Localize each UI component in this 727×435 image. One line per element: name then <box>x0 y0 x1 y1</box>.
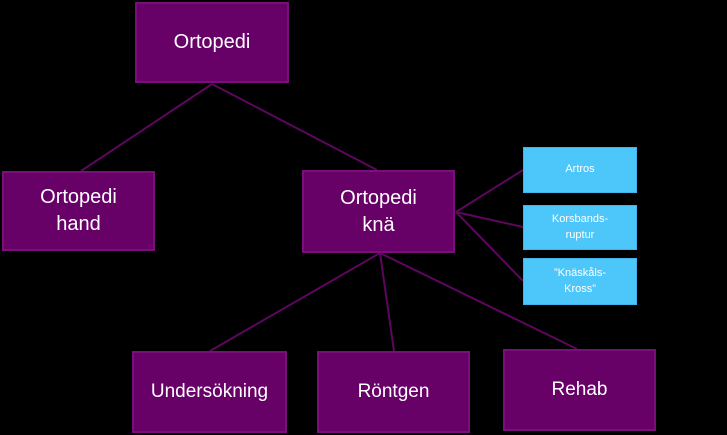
connector-knee-undersokning <box>209 252 381 352</box>
node-ortopedi-hand: Ortopedi hand <box>2 171 155 251</box>
node-korsbandsruptur: Korsbands- ruptur <box>523 205 637 250</box>
node-rehab: Rehab <box>503 349 656 431</box>
connector-knee-knaskal <box>455 211 524 282</box>
node-rontgen: Röntgen <box>317 351 470 433</box>
connector-root-knee <box>211 83 378 171</box>
node-undersokning: Undersökning <box>132 351 287 433</box>
node-knaskalskross: ”Knäskåls- Kross” <box>523 258 637 305</box>
connector-knee-artros <box>455 169 524 213</box>
connector-knee-korsband <box>455 211 524 228</box>
node-ortopedi-kna: Ortopedi knä <box>302 170 455 253</box>
node-artros: Artros <box>523 147 637 193</box>
connector-root-hand <box>80 83 213 172</box>
node-ortopedi: Ortopedi <box>135 2 289 83</box>
connector-knee-rehab <box>379 252 578 350</box>
connector-knee-rontgen <box>379 252 395 352</box>
